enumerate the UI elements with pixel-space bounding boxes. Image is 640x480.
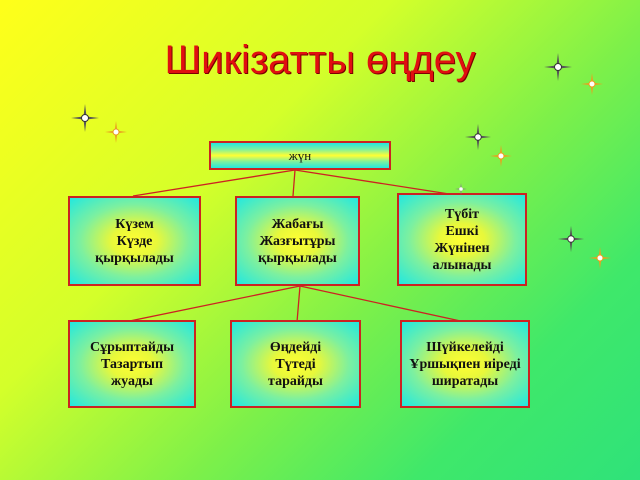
node-line: жуады [111, 373, 153, 389]
node-line: Жүнінен [434, 240, 490, 256]
node-spin: Шүйкелейді Ұршықпен иіреді ширатады [400, 320, 530, 408]
node-line: Күзде [116, 233, 153, 249]
sparkle-icon [464, 123, 492, 151]
node-line: қырқылады [95, 250, 174, 266]
sparkle-icon [71, 104, 99, 132]
node-line: қырқылады [258, 250, 337, 266]
node-line: Түбіт [444, 206, 480, 222]
node-line: Ешкі [445, 223, 479, 239]
root-node-label: жүн [288, 148, 312, 163]
sparkle-icon [105, 121, 127, 143]
node-tubit: Түбіт Ешкі Жүнінен алынады [397, 193, 527, 286]
node-line: Сұрыптайды [89, 339, 175, 355]
node-line: Түтеді [275, 356, 316, 372]
sparkle-icon [589, 247, 611, 269]
node-line: ширатады [431, 373, 499, 389]
sparkle-icon [455, 183, 467, 195]
node-line: тарайды [268, 373, 323, 389]
node-kuzem: Күзем Күзде қырқылады [68, 196, 201, 286]
sparkle-icon [544, 53, 572, 81]
node-line: Күзем [115, 216, 154, 232]
node-zhabagy: Жабағы Жазғытұры қырқылады [235, 196, 360, 286]
page-title: Шикізатты өңдеу [164, 38, 476, 82]
node-line: Тазартып [100, 356, 164, 372]
node-line: Жабағы [271, 216, 324, 232]
node-line: Шүйкелейді [426, 339, 504, 355]
node-line: Ұршықпен иіреді [409, 356, 521, 372]
root-node-wool: жүн [209, 141, 391, 170]
node-line: Өңдейді [269, 339, 322, 355]
node-sort: Сұрыптайды Тазартып жуады [68, 320, 196, 408]
sparkle-icon [557, 225, 585, 253]
sparkle-icon [581, 73, 603, 95]
sparkle-icon [490, 145, 512, 167]
node-process: Өңдейді Түтеді тарайды [230, 320, 361, 408]
node-line: Жазғытұры [259, 233, 336, 249]
node-line: алынады [432, 257, 492, 273]
